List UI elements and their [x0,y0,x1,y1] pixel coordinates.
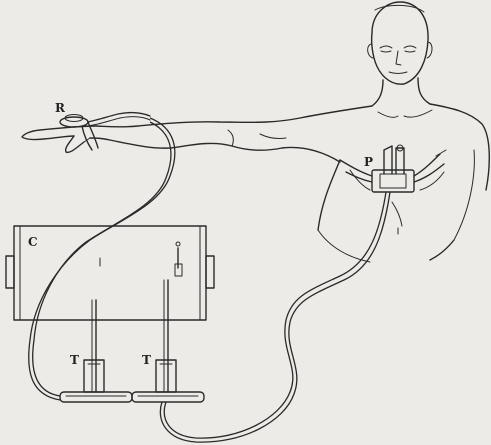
label-P: P [364,155,373,169]
label-C: C [28,235,38,249]
tube-precordial [160,192,390,442]
label-R: R [55,101,66,115]
tambour-right [132,280,204,402]
label-T-left: T [70,353,79,367]
tube-radial [29,118,175,400]
tambour-left [60,300,132,402]
human-figure [318,2,489,262]
label-T-right: T [142,353,151,367]
radial-receiver [60,113,150,150]
